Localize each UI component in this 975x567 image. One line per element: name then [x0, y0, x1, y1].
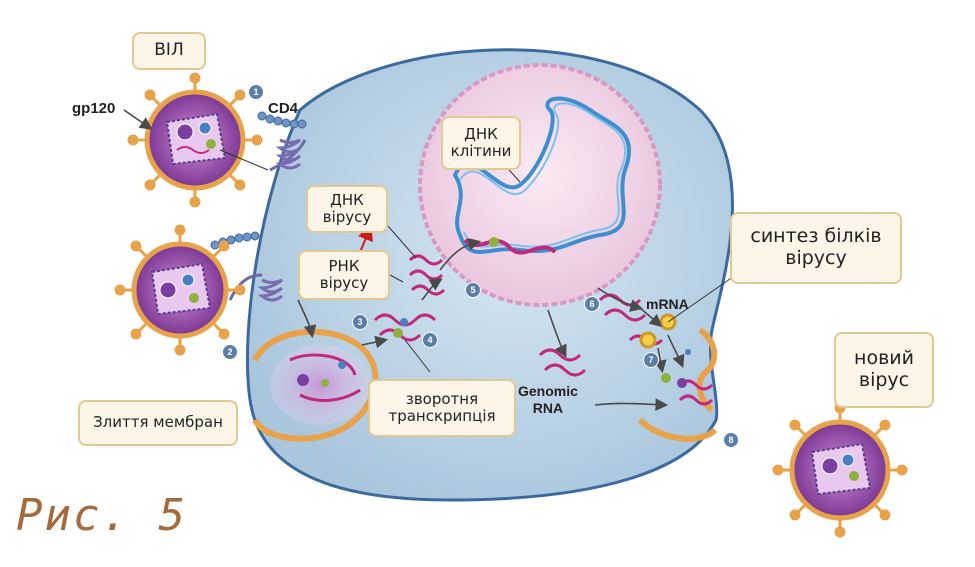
viral-dna-callout: ДНК вірусу — [306, 185, 388, 233]
virus-particle-2 — [114, 224, 246, 356]
reverse-transcription-line1: зворотня — [405, 389, 479, 408]
step-6-marker: 6 — [584, 296, 600, 312]
membrane-fusion-text: Злиття мембран — [93, 413, 223, 432]
step-8-marker: 8 — [723, 432, 739, 448]
step-2-marker: 2 — [222, 344, 238, 360]
virus-callout: ВІЛ — [132, 32, 206, 70]
virus-callout-text: ВІЛ — [154, 40, 184, 61]
mrna-label: mRNA — [646, 296, 689, 312]
step-1-marker: 1 — [248, 84, 264, 100]
cell-dna-callout: ДНК клітини — [441, 116, 521, 170]
process-arrows — [123, 109, 685, 412]
cell-dna-strand — [452, 96, 632, 254]
cell-dna-line2: клітини — [450, 142, 512, 160]
protein-synthesis-line1: синтез білків — [750, 225, 882, 248]
figure-caption: Рис. 5 — [16, 490, 187, 541]
genomic-rna-label: Genomic RNA — [518, 383, 578, 417]
viral-rna-callout: РНК вірусу — [298, 250, 390, 300]
gp120-label: gp120 — [72, 100, 116, 117]
virus-particle-1 — [127, 72, 263, 208]
cell-dna-line1: ДНК — [464, 124, 498, 143]
genomic-rna-line1: Genomic — [518, 383, 578, 399]
budding-membrane — [637, 327, 718, 442]
cell-nucleus — [418, 63, 662, 307]
step-7-marker: 7 — [643, 352, 659, 368]
reverse-transcription-callout: зворотня транскрипція — [368, 379, 516, 437]
membrane-fusion-callout: Злиття мембран — [78, 400, 238, 446]
step-3-marker: 3 — [352, 314, 368, 330]
protein-synthesis-line2: вірусу — [785, 247, 847, 269]
reverse-transcription-line2: транскрипція — [388, 407, 496, 425]
step-4-marker: 4 — [422, 332, 438, 348]
protein-synthesis-callout: синтез білків вірусу — [730, 212, 902, 284]
genomic-rna-line2: RNA — [532, 399, 564, 416]
virus-particle-new — [772, 402, 908, 538]
new-virus-line2: вірус — [858, 369, 910, 391]
viral-rna-line2: вірусу — [319, 274, 369, 292]
new-virus-line1: новий — [854, 347, 914, 370]
cd4-receptor — [210, 111, 307, 302]
cd4-label: CD4 — [268, 100, 299, 117]
viral-rna-line1: РНК — [328, 256, 360, 275]
viral-dna-line1: ДНК — [330, 190, 364, 209]
step-5-marker: 5 — [465, 282, 481, 298]
viral-dna-line2: вірусу — [322, 208, 372, 226]
new-virus-callout: новий вірус — [834, 332, 934, 408]
